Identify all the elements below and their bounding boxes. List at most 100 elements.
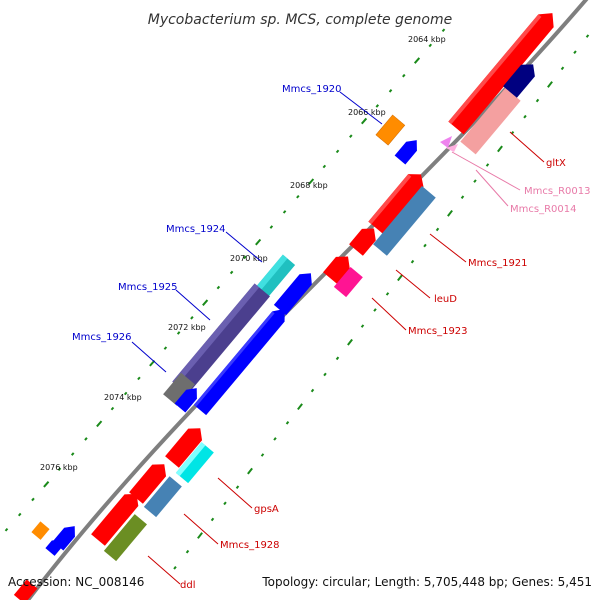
gene-pink[interactable]	[460, 87, 521, 155]
track-dot	[96, 420, 103, 428]
track-dot	[229, 270, 234, 275]
gene-mmcs-1921[interactable]	[368, 168, 428, 235]
leader-mmcs-r0013	[451, 151, 521, 191]
track-dot	[373, 308, 377, 312]
track-dot	[497, 145, 503, 153]
track-dot	[185, 549, 190, 554]
gene-mmcs-1920-blue[interactable]	[394, 136, 422, 165]
leader-ddl	[147, 555, 181, 585]
kbp-tick-label: 2074 kbp	[104, 393, 142, 402]
track-dot	[349, 134, 353, 139]
leader-leud	[395, 269, 431, 299]
gene-gpsa[interactable]	[175, 442, 214, 484]
track-dot	[235, 485, 240, 490]
leader-mmcs-1921	[429, 233, 467, 263]
track-dot	[460, 195, 465, 200]
track-dot	[297, 403, 303, 411]
topology-text: Topology: circular; Length: 5,705,448 bp…	[261, 575, 592, 589]
track-dot	[43, 481, 50, 488]
label-mmcs-1925[interactable]: Mmcs_1925	[118, 282, 178, 293]
kbp-tick-label: 2070 kbp	[230, 254, 268, 263]
track-dot	[247, 467, 253, 475]
track-dot	[360, 117, 368, 125]
gene-mmcs-1921-steel[interactable]	[373, 185, 436, 256]
label-mmcs-1926[interactable]: Mmcs_1926	[72, 332, 132, 343]
track-dot	[190, 316, 194, 320]
track-dot	[123, 391, 128, 396]
label-mmcs-r0013[interactable]: Mmcs_R0013	[524, 186, 590, 197]
leader-mmcs-1928	[183, 513, 219, 545]
track-dot	[447, 209, 453, 217]
track-dot	[17, 512, 22, 517]
track-dot	[335, 149, 340, 154]
track-dot	[585, 34, 590, 38]
track-dot	[210, 517, 215, 522]
track-dot	[223, 501, 227, 506]
gene-blue-arrow[interactable]	[52, 522, 80, 551]
track-dot	[435, 227, 440, 232]
gene-orange-small[interactable]	[31, 521, 50, 540]
track-dot	[485, 163, 490, 167]
track-dot	[547, 81, 553, 88]
gene-blue-small[interactable]	[174, 384, 202, 413]
gene-partial-red	[13, 579, 38, 600]
gene-mmcs-1920[interactable]	[375, 114, 406, 146]
leader-mmcs-r0014	[475, 169, 509, 207]
gene-mmcs-1923-magenta[interactable]	[333, 266, 363, 298]
track-dot	[296, 194, 300, 199]
gene-navy[interactable]	[503, 59, 540, 98]
track-dot	[347, 338, 353, 346]
track-dot	[269, 225, 274, 229]
label-mmcs-1921[interactable]: Mmcs_1921	[468, 258, 528, 269]
track-dot	[410, 259, 415, 264]
track-dot	[4, 527, 9, 532]
label-mmcs-1923[interactable]: Mmcs_1923	[408, 326, 468, 337]
leader-mmcs-1925	[175, 289, 211, 321]
leader-mmcs-1920	[339, 91, 383, 125]
track-dot	[137, 376, 141, 381]
label-ddl[interactable]: ddl	[180, 580, 195, 591]
track-dot	[523, 114, 527, 119]
track-dot	[323, 372, 327, 377]
gene-red-ddl-region[interactable]	[91, 488, 143, 546]
gene-mmcs-1923[interactable]	[323, 251, 355, 284]
gene-mmcs-1925[interactable]	[172, 283, 270, 395]
gene-ddl[interactable]	[103, 514, 147, 562]
track-dot	[202, 299, 209, 306]
track-dot	[255, 238, 262, 246]
label-mmcs-r0014[interactable]: Mmcs_R0014	[510, 204, 576, 215]
dotted-tracks	[4, 28, 590, 570]
label-mmcs-1928[interactable]: Mmcs_1928	[220, 540, 280, 551]
track-dot	[388, 89, 393, 93]
track-dot	[308, 178, 315, 185]
label-gpsa[interactable]: gpsA	[254, 504, 279, 515]
track-dot	[163, 346, 168, 350]
gene-red-lower-a[interactable]	[129, 459, 171, 504]
label-leud[interactable]: leuD	[434, 294, 457, 305]
track-dot	[375, 104, 380, 108]
track-dot	[57, 467, 62, 471]
label-mmcs-1924[interactable]: Mmcs_1924	[166, 224, 226, 235]
track-dot	[402, 73, 406, 78]
leader-mmcs-1924	[225, 231, 263, 263]
track-dot	[173, 565, 177, 570]
gene-leud[interactable]	[349, 223, 381, 256]
track-dot	[573, 50, 577, 55]
gene-mmcs-1926[interactable]	[163, 372, 195, 406]
kbp-tick-label: 2068 kbp	[290, 181, 328, 190]
gene-mmcs-r0013[interactable]	[440, 136, 452, 148]
label-mmcs-1920[interactable]: Mmcs_1920	[282, 84, 342, 95]
gene-mmcs-1928[interactable]	[143, 476, 182, 518]
track-dot	[176, 331, 181, 335]
gene-mmcs-1924-blue[interactable]	[273, 268, 317, 316]
gene-gltx[interactable]	[448, 7, 560, 135]
gene-mmcs-1924[interactable]	[255, 254, 296, 298]
label-gltx[interactable]: gltX	[546, 158, 566, 169]
gene-mmcs-r0014[interactable]	[446, 144, 458, 152]
gene-red-lower-b[interactable]	[165, 423, 207, 468]
genome-title: Mycobacterium sp. MCS, complete genome	[148, 12, 453, 28]
track-dot	[243, 255, 247, 260]
track-dot	[322, 164, 327, 169]
gene-blue-long[interactable]	[193, 304, 291, 416]
